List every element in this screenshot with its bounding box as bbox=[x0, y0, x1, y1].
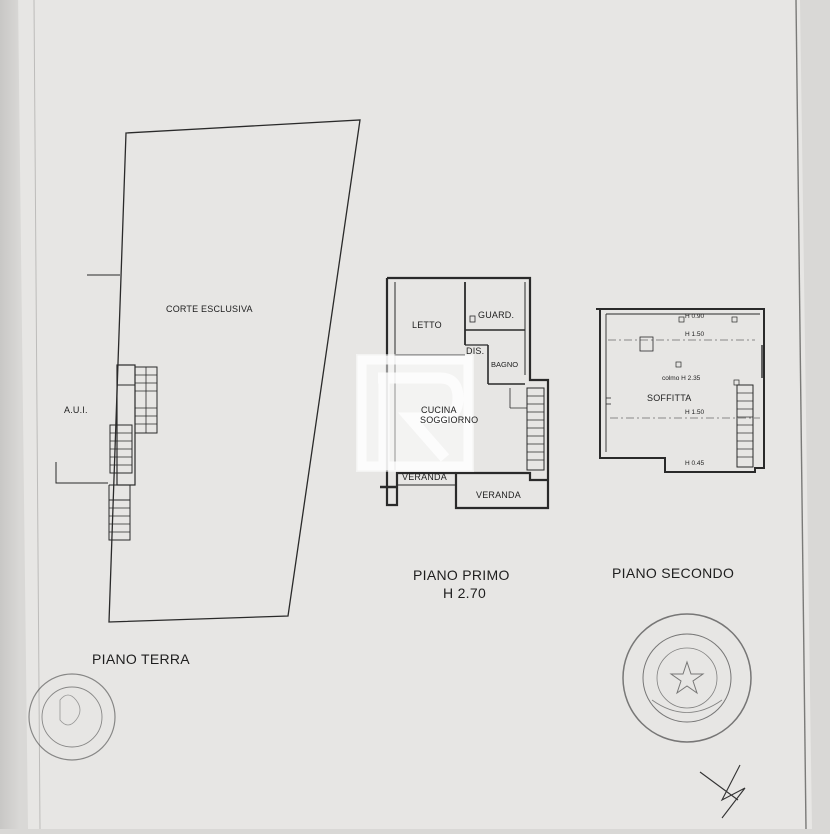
room-label-cucina: CUCINA bbox=[421, 405, 457, 415]
room-label-guard: GUARD. bbox=[478, 310, 515, 320]
room-label-bagno: BAGNO bbox=[491, 360, 519, 369]
room-label-soffitta: SOFFITTA bbox=[647, 393, 692, 403]
first-floor-height: H 2.70 bbox=[443, 585, 487, 601]
ground-floor-plan bbox=[55, 119, 361, 623]
room-label-soggiorno: SOGGIORNO bbox=[420, 415, 479, 425]
boundary-line bbox=[55, 462, 108, 484]
margin-fold bbox=[33, 0, 41, 830]
second-floor-plan bbox=[596, 308, 765, 473]
page-edge-line bbox=[795, 0, 807, 830]
aui-label: A.U.I. bbox=[64, 405, 88, 415]
room-label-letto: LETTO bbox=[412, 320, 442, 330]
signature bbox=[699, 764, 746, 819]
attic-outline bbox=[596, 308, 765, 473]
first-floor-title: PIANO PRIMO bbox=[413, 567, 510, 583]
height-label-upper: H 1.50 bbox=[685, 331, 705, 338]
height-label-top: H 0.90 bbox=[685, 313, 705, 320]
logo-watermark bbox=[356, 354, 474, 472]
notary-stamp-left bbox=[28, 673, 116, 761]
notary-stamp-right bbox=[622, 613, 752, 743]
stairs-first-floor bbox=[509, 387, 545, 471]
room-label-veranda-left: VERANDA bbox=[402, 472, 447, 482]
star-emblem-icon bbox=[669, 660, 705, 695]
stairs-middle bbox=[109, 424, 133, 474]
courtyard-label: CORTE ESCLUSIVA bbox=[166, 304, 253, 314]
paper-shadow bbox=[0, 0, 20, 829]
stairs-upper bbox=[134, 366, 158, 434]
second-floor-title: PIANO SECONDO bbox=[612, 565, 735, 581]
room-label-veranda-right: VERANDA bbox=[476, 490, 521, 500]
outer-wall bbox=[387, 276, 550, 510]
height-label-lower: H 1.50 bbox=[685, 409, 705, 416]
room-label-dis: DIS. bbox=[466, 346, 485, 356]
height-label-bottom: H 0.45 bbox=[685, 460, 705, 467]
stairs-second-floor bbox=[736, 384, 754, 468]
courtyard-outline bbox=[108, 119, 361, 623]
height-label-colmo: colmo H 2.35 bbox=[662, 375, 701, 382]
ground-floor-title: PIANO TERRA bbox=[92, 651, 190, 667]
stairs-lower bbox=[108, 484, 131, 541]
